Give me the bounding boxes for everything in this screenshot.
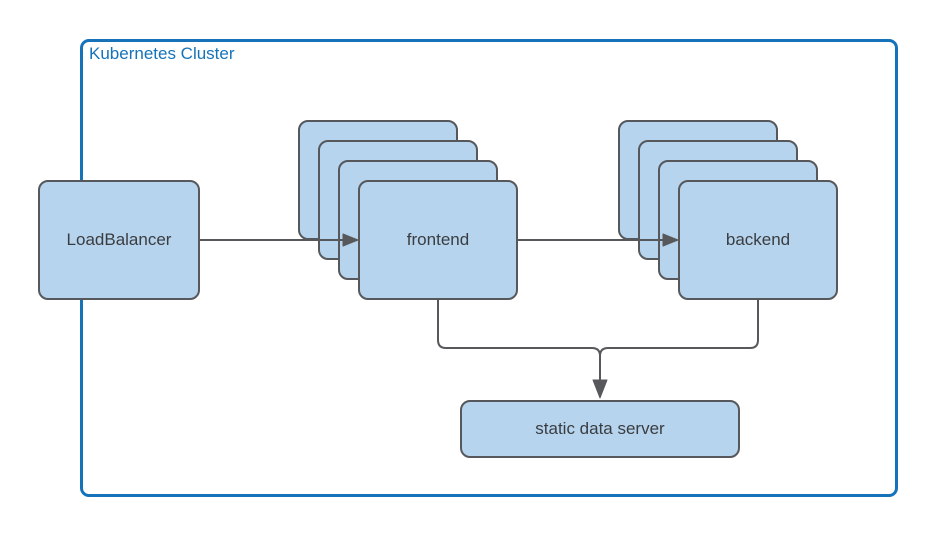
node-static-data-server: static data server: [460, 400, 740, 458]
node-backend: backend: [678, 180, 838, 300]
node-loadbalancer: LoadBalancer: [38, 180, 200, 300]
node-loadbalancer-label: LoadBalancer: [66, 230, 172, 249]
node-backend-label: backend: [725, 230, 791, 249]
node-frontend: frontend: [358, 180, 518, 300]
cluster-label: Kubernetes Cluster: [89, 44, 235, 63]
node-frontend-label: frontend: [406, 230, 470, 249]
node-static-data-server-label: static data server: [535, 419, 665, 438]
